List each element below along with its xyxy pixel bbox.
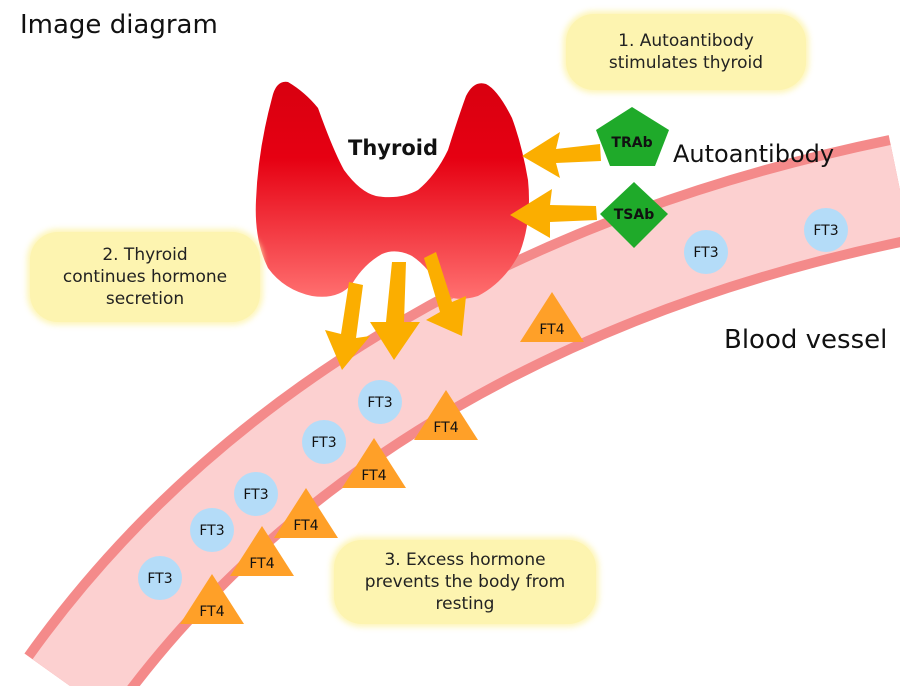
ft4-label: FT4	[293, 518, 318, 534]
stimulation-arrow	[522, 132, 601, 178]
thyroid-label: Thyroid	[348, 136, 438, 160]
callout-step-1-line-1: 1. Autoantibody	[618, 31, 754, 51]
ft4-molecule-icon	[342, 438, 406, 488]
autoantibody-label: Autoantibody	[673, 140, 835, 168]
callout-step-3-line-1: 3. Excess hormone	[384, 550, 546, 570]
callout-step-3-line-3: resting	[435, 594, 495, 614]
ft3-molecule-icon	[138, 556, 182, 600]
ft4-molecule-icon	[520, 292, 584, 342]
secretion-arrow	[424, 252, 466, 336]
ft4-label: FT4	[361, 468, 386, 484]
callout-step-3: 3. Excess hormone prevents the body from…	[334, 540, 596, 624]
stimulation-arrow	[510, 189, 597, 238]
ft3-molecule-icon	[234, 472, 278, 516]
ft3-label: FT3	[311, 435, 336, 451]
callout-step-1-line-2: stimulates thyroid	[608, 53, 764, 73]
trab-label: TRAb	[611, 135, 652, 151]
ft3-molecule-icon	[302, 420, 346, 464]
trab-pentagon-icon	[596, 107, 669, 166]
callout-step-2-line-2: continues hormone	[62, 267, 228, 287]
callout-step-2: 2. Thyroid continues hormone secretion	[30, 232, 260, 322]
callout-step-3-line-2: prevents the body from	[364, 572, 566, 592]
ft4-molecule-icon	[274, 488, 338, 538]
ft4-label: FT4	[433, 420, 458, 436]
ft3-molecule-icon	[358, 380, 402, 424]
ft4-label: FT4	[249, 556, 274, 572]
ft3-molecule-icon	[684, 230, 728, 274]
ft3-label: FT3	[243, 487, 268, 503]
ft3-label: FT3	[693, 245, 718, 261]
ft3-label: FT3	[199, 523, 224, 539]
callout-step-1: 1. Autoantibody stimulates thyroid	[566, 14, 806, 90]
ft4-label: FT4	[539, 322, 564, 338]
tsab-label: TSAb	[614, 207, 655, 223]
ft3-label: FT3	[147, 571, 172, 587]
ft4-label: FT4	[199, 604, 224, 620]
tsab-diamond-icon	[600, 182, 668, 248]
ft3-molecule-icon	[804, 208, 848, 252]
ft3-molecule-icon	[190, 508, 234, 552]
secretion-arrow	[370, 262, 420, 360]
ft4-molecule-icon	[414, 390, 478, 440]
ft4-molecule-icon	[230, 526, 294, 576]
blood-vessel-label: Blood vessel	[724, 325, 888, 355]
thyroid-gland	[255, 81, 529, 299]
secretion-arrow	[325, 282, 370, 370]
callout-step-2-line-1: 2. Thyroid	[102, 245, 188, 265]
ft3-label: FT3	[367, 395, 392, 411]
ft3-label: FT3	[813, 223, 838, 239]
callout-step-2-line-3: secretion	[105, 289, 185, 309]
page-title: Image diagram	[20, 10, 218, 40]
ft4-molecule-icon	[180, 574, 244, 624]
